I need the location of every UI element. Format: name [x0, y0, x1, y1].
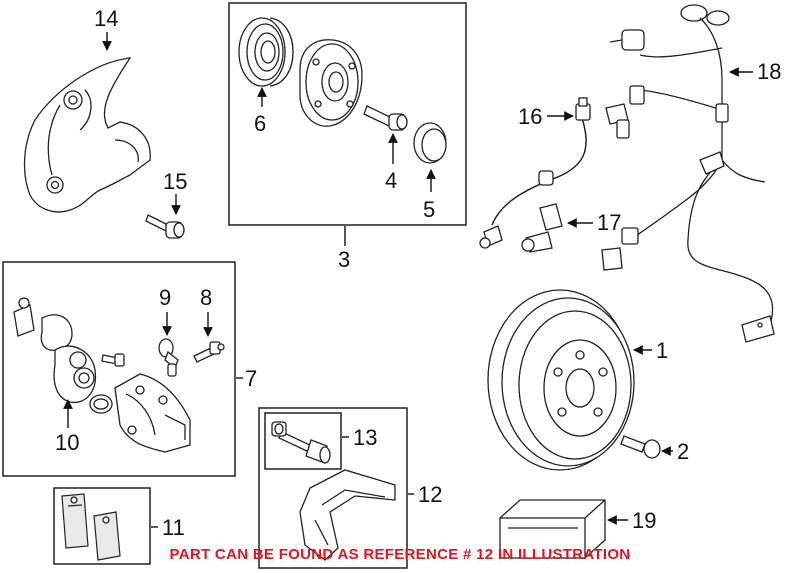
wear-sensor-part[interactable]: [521, 203, 563, 253]
shield-bolt-part[interactable]: [145, 214, 185, 239]
rotor-screw-part[interactable]: [620, 435, 661, 459]
callout-2: 2: [677, 439, 689, 464]
callout-6: 6: [254, 111, 266, 136]
caliper-part[interactable]: [13, 297, 191, 453]
splash-shield-part[interactable]: [23, 57, 151, 213]
callout-16: 16: [518, 104, 542, 129]
callout-8: 8: [200, 285, 212, 310]
wheel-hub-part[interactable]: [299, 39, 363, 127]
callout-17: 17: [597, 210, 621, 235]
callout-19: 19: [632, 508, 656, 533]
reference-notice: PART CAN BE FOUND AS REFERENCE # 12 IN I…: [169, 546, 631, 563]
callout-11: 11: [162, 515, 185, 540]
callout-10: 10: [55, 430, 79, 455]
callout-14: 14: [94, 6, 118, 31]
callout-15: 15: [163, 169, 187, 194]
guide-pin-part[interactable]: [271, 421, 331, 464]
bleeder-screw-part[interactable]: [193, 341, 225, 363]
callout-18: 18: [757, 59, 781, 84]
callout-7: 7: [245, 366, 257, 391]
brake-hose-part[interactable]: [479, 97, 591, 249]
callout-13: 13: [353, 425, 377, 450]
wiring-harness-part[interactable]: [601, 4, 775, 343]
brake-rotor-part[interactable]: [487, 289, 635, 471]
wheel-bearing-part[interactable]: [238, 17, 294, 87]
guide-pin-kit-box: [264, 412, 342, 470]
callout-12: 12: [418, 482, 442, 507]
caliper-carrier-part[interactable]: [299, 469, 396, 561]
callout-9: 9: [159, 285, 171, 310]
bleeder-part[interactable]: [158, 338, 179, 377]
callout-5: 5: [423, 197, 435, 222]
callout-1: 1: [656, 338, 668, 363]
brake-pads-part[interactable]: [61, 493, 121, 561]
control-module-part[interactable]: [499, 499, 606, 559]
brake-pads-box: [53, 487, 151, 565]
callout-4: 4: [385, 168, 397, 193]
hub-assembly-box: [228, 2, 467, 226]
caliper-box: [2, 261, 236, 477]
callout-3: 3: [338, 247, 350, 272]
hub-cap-part[interactable]: [413, 122, 447, 164]
hub-bolt-part[interactable]: [363, 105, 408, 131]
caliper-carrier-box: [258, 407, 408, 569]
